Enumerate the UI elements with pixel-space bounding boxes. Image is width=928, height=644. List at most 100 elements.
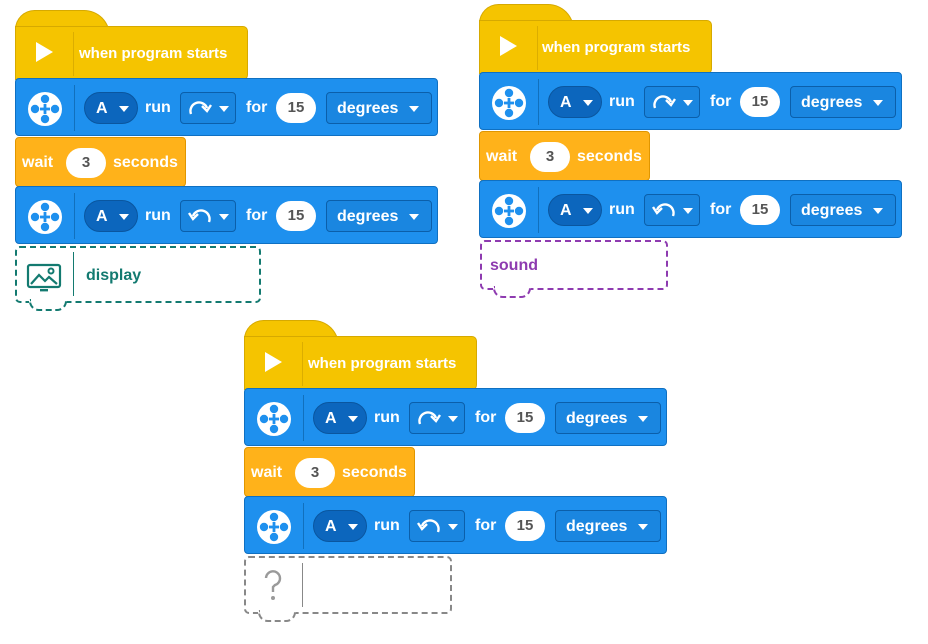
unit-dropdown[interactable]: degrees [790, 194, 896, 226]
direction-dropdown[interactable] [180, 92, 236, 124]
wait-label: wait [22, 154, 54, 171]
for-label: for [246, 99, 268, 116]
sound-slot[interactable] [480, 240, 668, 290]
for-label: for [710, 93, 732, 110]
chevron-down-icon [219, 106, 229, 112]
degrees-input[interactable]: 15 [276, 201, 316, 231]
code-stack-1: when program starts A run for 15 degrees [15, 10, 445, 315]
chevron-down-icon [409, 214, 419, 220]
motor-run-block-1[interactable]: A run for 15 degrees [15, 78, 438, 136]
port-dropdown[interactable]: A [313, 510, 367, 542]
degrees-input[interactable]: 15 [740, 87, 780, 117]
direction-dropdown[interactable] [409, 402, 465, 434]
unit-dropdown[interactable]: degrees [790, 86, 896, 118]
wait-seconds-block[interactable]: wait 3 seconds [244, 447, 415, 497]
chevron-down-icon [638, 524, 648, 530]
slot-label-display: display [86, 267, 142, 284]
question-icon [264, 570, 282, 600]
hat-label: when program starts [79, 45, 228, 62]
play-icon [500, 36, 517, 56]
clockwise-arrow-icon [189, 101, 212, 115]
motor-run-block-2[interactable]: A run for 15 degrees [479, 180, 902, 238]
when-program-starts-block[interactable] [15, 26, 248, 80]
run-label: run [609, 201, 635, 218]
motor-run-block-1[interactable]: A run for 15 degrees [244, 388, 667, 446]
direction-dropdown[interactable] [644, 194, 700, 226]
seconds-label: seconds [577, 148, 642, 165]
motor-run-block-1[interactable]: A run for 15 degrees [479, 72, 902, 130]
clockwise-arrow-icon [653, 95, 676, 109]
hat-label: when program starts [308, 355, 457, 372]
play-icon [36, 42, 53, 62]
direction-dropdown[interactable] [409, 510, 465, 542]
chevron-down-icon [119, 214, 129, 220]
counterclockwise-arrow-icon [188, 209, 211, 223]
degrees-input[interactable]: 15 [505, 403, 545, 433]
for-label: for [246, 207, 268, 224]
play-icon [265, 352, 282, 372]
seconds-label: seconds [113, 154, 178, 171]
code-stack-2: when program starts A run for 15 degrees [479, 4, 909, 304]
counterclockwise-arrow-icon [652, 203, 675, 217]
for-label: for [710, 201, 732, 218]
direction-dropdown[interactable] [644, 86, 700, 118]
unit-dropdown[interactable]: degrees [555, 402, 661, 434]
empty-slot[interactable] [244, 556, 452, 614]
for-label: for [475, 409, 497, 426]
motor-icon [492, 194, 526, 228]
port-dropdown[interactable]: A [548, 86, 602, 118]
chevron-down-icon [683, 208, 693, 214]
display-slot[interactable] [15, 246, 261, 303]
chevron-down-icon [873, 208, 883, 214]
wait-label: wait [251, 464, 283, 481]
wait-seconds-block[interactable]: wait 3 seconds [479, 131, 650, 181]
chevron-down-icon [583, 100, 593, 106]
degrees-input[interactable]: 15 [740, 195, 780, 225]
motor-icon [28, 200, 62, 234]
seconds-input[interactable]: 3 [66, 148, 106, 178]
motor-icon [492, 86, 526, 120]
slot-label-sound: sound [490, 257, 538, 274]
wait-seconds-block[interactable]: wait 3 seconds [15, 137, 186, 187]
hat-label: when program starts [542, 39, 691, 56]
unit-dropdown[interactable]: degrees [326, 200, 432, 232]
unit-dropdown[interactable]: degrees [326, 92, 432, 124]
chevron-down-icon [873, 100, 883, 106]
motor-icon [257, 402, 291, 436]
motor-icon [28, 92, 62, 126]
degrees-input[interactable]: 15 [276, 93, 316, 123]
counterclockwise-arrow-icon [417, 519, 440, 533]
chevron-down-icon [219, 214, 229, 220]
wait-label: wait [486, 148, 518, 165]
port-dropdown[interactable]: A [84, 92, 138, 124]
chevron-down-icon [119, 106, 129, 112]
degrees-input[interactable]: 15 [505, 511, 545, 541]
seconds-input[interactable]: 3 [295, 458, 335, 488]
run-label: run [374, 517, 400, 534]
chevron-down-icon [348, 524, 358, 530]
port-dropdown[interactable]: A [548, 194, 602, 226]
run-label: run [374, 409, 400, 426]
run-label: run [609, 93, 635, 110]
chevron-down-icon [448, 524, 458, 530]
port-dropdown[interactable]: A [313, 402, 367, 434]
port-dropdown[interactable]: A [84, 200, 138, 232]
seconds-input[interactable]: 3 [530, 142, 570, 172]
motor-icon [257, 510, 291, 544]
chevron-down-icon [583, 208, 593, 214]
motor-run-block-2[interactable]: A run for 15 degrees [15, 186, 438, 244]
chevron-down-icon [348, 416, 358, 422]
motor-run-block-2[interactable]: A run for 15 degrees [244, 496, 667, 554]
seconds-label: seconds [342, 464, 407, 481]
display-image-icon [26, 263, 62, 292]
clockwise-arrow-icon [418, 411, 441, 425]
chevron-down-icon [409, 106, 419, 112]
code-stack-3: when program starts A run for 15 degrees [244, 320, 674, 630]
direction-dropdown[interactable] [180, 200, 236, 232]
for-label: for [475, 517, 497, 534]
chevron-down-icon [638, 416, 648, 422]
run-label: run [145, 99, 171, 116]
unit-dropdown[interactable]: degrees [555, 510, 661, 542]
chevron-down-icon [448, 416, 458, 422]
chevron-down-icon [683, 100, 693, 106]
